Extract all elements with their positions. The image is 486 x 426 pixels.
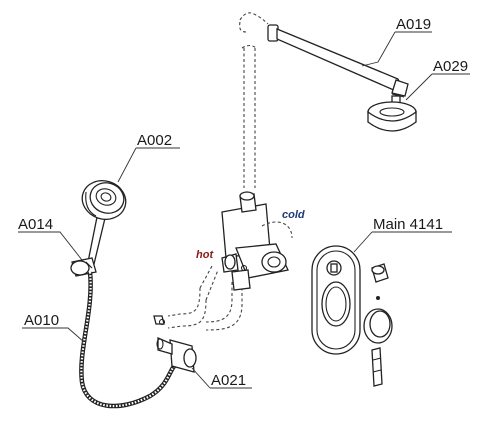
diverter-knob [371,263,389,283]
dashed-connection-pipe [167,265,243,331]
leader-lines [18,31,470,389]
label-a002: A002 [137,132,172,149]
dashed-riser-pipe [239,12,269,188]
label-a029: A029 [433,58,468,75]
label-hot: hot [196,249,214,261]
cover-plate [311,245,361,355]
label-a019: A019 [396,16,431,33]
shower-arm [267,24,409,98]
wall-outlet [153,315,197,373]
label-a014: A014 [18,216,53,233]
label-a010: A010 [24,312,59,329]
valve-body [221,191,293,291]
overhead-shower-head [367,95,417,132]
hand-shower [81,180,127,265]
shower-holder [70,257,97,277]
label-a021: A021 [211,372,246,389]
label-main-4141: Main 4141 [373,216,443,233]
label-cold: cold [282,209,305,221]
shower-hose [79,271,180,409]
lever-handle [363,296,393,387]
